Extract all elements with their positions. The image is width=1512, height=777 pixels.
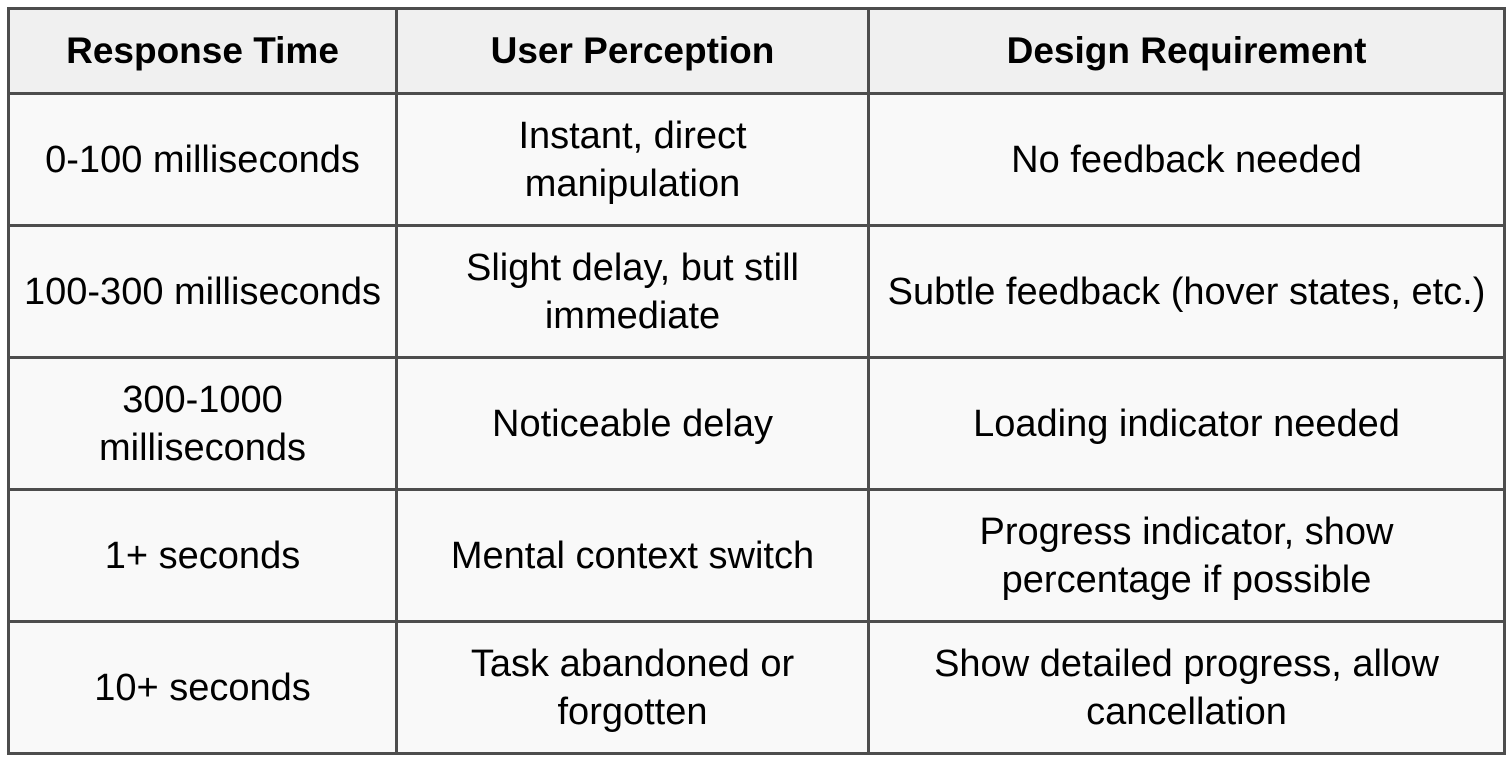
- table-row: 10+ seconds Task abandoned or forgotten …: [7, 620, 1506, 755]
- table-row: 0-100 milliseconds Instant, direct manip…: [7, 92, 1506, 227]
- header-user-perception: User Perception: [395, 7, 870, 95]
- cell-design-requirement: Loading indicator needed: [867, 356, 1506, 491]
- cell-user-perception: Task abandoned or forgotten: [395, 620, 870, 755]
- header-response-time: Response Time: [7, 7, 398, 95]
- header-design-requirement: Design Requirement: [867, 7, 1506, 95]
- response-time-table: Response Time User Perception Design Req…: [7, 7, 1506, 755]
- cell-user-perception: Noticeable delay: [395, 356, 870, 491]
- table-row: 100-300 milliseconds Slight delay, but s…: [7, 224, 1506, 359]
- cell-response-time: 0-100 milliseconds: [7, 92, 398, 227]
- table-row: 300-1000 milliseconds Noticeable delay L…: [7, 356, 1506, 491]
- cell-response-time: 1+ seconds: [7, 488, 398, 623]
- header-row: Response Time User Perception Design Req…: [7, 7, 1506, 95]
- cell-response-time: 10+ seconds: [7, 620, 398, 755]
- cell-design-requirement: Show detailed progress, allow cancellati…: [867, 620, 1506, 755]
- cell-design-requirement: No feedback needed: [867, 92, 1506, 227]
- table-header: Response Time User Perception Design Req…: [7, 7, 1506, 95]
- cell-design-requirement: Progress indicator, show percentage if p…: [867, 488, 1506, 623]
- cell-user-perception: Instant, direct manipulation: [395, 92, 870, 227]
- cell-design-requirement: Subtle feedback (hover states, etc.): [867, 224, 1506, 359]
- table-body: 0-100 milliseconds Instant, direct manip…: [7, 92, 1506, 755]
- cell-user-perception: Mental context switch: [395, 488, 870, 623]
- cell-response-time: 300-1000 milliseconds: [7, 356, 398, 491]
- cell-response-time: 100-300 milliseconds: [7, 224, 398, 359]
- table-row: 1+ seconds Mental context switch Progres…: [7, 488, 1506, 623]
- cell-user-perception: Slight delay, but still immediate: [395, 224, 870, 359]
